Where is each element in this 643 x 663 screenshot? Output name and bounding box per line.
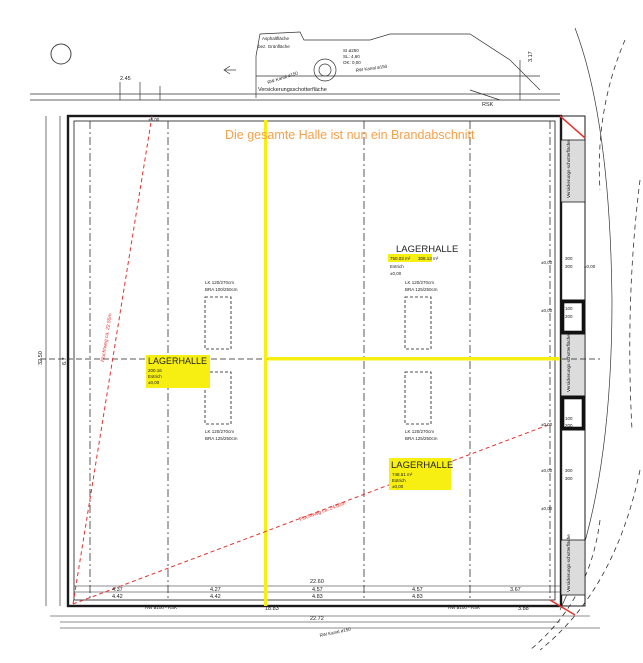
left-dimensions (45, 116, 61, 606)
dim-100-a: 100 (565, 306, 573, 311)
dim-367: 3.67 (510, 587, 521, 593)
room2-level: ±0,00 (148, 380, 160, 385)
left-dim-inner: 6.7 (62, 357, 68, 365)
skylight-lk-4: LK 120/270cm (405, 429, 434, 434)
label-sohle: SL: 4,60 (343, 54, 360, 59)
north-marker-circle (50, 43, 72, 65)
room3-level: ±0,00 (392, 484, 404, 489)
dim-outer: 22.72 (310, 616, 324, 622)
kanal-bottom: RW Kanal ø150 (319, 626, 352, 638)
dim-483-b: 4.83 (412, 594, 423, 600)
annex-label-3: Versickerungs-schotterfläche (566, 534, 571, 592)
room2-title: LAGERHALLE (148, 356, 207, 366)
dim-1883: 18.83 (265, 606, 279, 612)
skylight-lk-3: LK 120/270cm (205, 429, 234, 434)
annex-label-2: Versickerungs-schotterfläche (566, 334, 571, 392)
red-corner-line-bottom (549, 599, 576, 616)
room3-title: LAGERHALLE (391, 460, 453, 471)
dim-300-c: 300 (565, 468, 573, 473)
room-label-bg-2 (146, 355, 210, 388)
dim-457: 4.57 (312, 587, 323, 593)
dim-427: 4.27 (210, 587, 221, 593)
yellow-horizontal-line (268, 357, 560, 361)
label-dim-317: 3.17 (528, 51, 534, 62)
level-right-2: ±0,00 (584, 264, 596, 269)
level-right-6: ±0,00 (541, 506, 553, 511)
room1-level: ±0,00 (390, 271, 402, 276)
label-asphalt: Asphaltfläche (262, 36, 290, 41)
top-structures (30, 31, 560, 101)
red-corner-line (559, 115, 586, 139)
label-dim-245: 2.45 (120, 76, 131, 82)
room1-area: 750.03 m² (390, 256, 411, 261)
label-gruen: bez. Grünfläche (258, 44, 290, 49)
room2-floor: Estrich (148, 374, 162, 379)
dim-442-a: 4.42 (112, 594, 123, 600)
dim-total: 22.60 (310, 579, 324, 585)
room-label-bg-3 (389, 458, 451, 490)
right-annex (560, 115, 586, 607)
skylight-bra-2: BRA 125/250cm (405, 287, 438, 292)
skylight-bra-3: BRA 125/250cm (205, 436, 238, 441)
dim-100-b: 100 (565, 416, 573, 421)
room3-floor: Estrich (392, 478, 406, 483)
dim-200-a: 200 (565, 314, 573, 319)
room1-perim: 308.13 m² (418, 256, 439, 261)
dim-300-a: 300 (565, 256, 573, 261)
level-top-left: ±0,00 (148, 117, 160, 122)
dim-388: 3.88 (518, 606, 529, 612)
rw-right: RW ø100 - RSK (448, 605, 480, 610)
skylight-bra-4: BRA 125/250cm (405, 436, 438, 441)
escape-bottom-label: Fluchtweg ca. 24.02m (299, 501, 347, 523)
escape-left-label: Fluchtweg ca. 22.55m (100, 313, 114, 362)
level-right-4: ±0,00 (541, 422, 553, 427)
room3-area: 748.51 m² (392, 472, 413, 477)
label-rsk: RSK (482, 102, 494, 108)
skylight-lk-1: LK 120/270cm (205, 280, 234, 285)
room1-floor: Estrich (390, 264, 404, 269)
dim-442-b: 4.42 (210, 594, 221, 600)
dim-457-b: 4.57 (412, 587, 423, 593)
level-right-5: ±0,00 (541, 468, 553, 473)
skylight-bra-1: BRA 100/250cm (205, 287, 238, 292)
right-road-curve (559, 27, 613, 611)
dim-437: 4.37 (112, 587, 123, 593)
skylights (204, 296, 432, 425)
dim-200-b: 200 (565, 423, 573, 428)
escape-route-lines (72, 115, 549, 605)
left-dim-total: 32.50 (38, 351, 44, 365)
label-kanal-right: RW Kanal ø150 (355, 64, 388, 73)
room2-area: 200.16 (148, 368, 162, 373)
hall-outer-wall (66, 114, 563, 608)
level-right-3: ±0,00 (541, 308, 553, 313)
label-versickerung-top: Versickerungsschotterfläche (258, 87, 327, 93)
room1-title: LAGERHALLE (396, 244, 458, 255)
label-si: SI ø250 (343, 48, 359, 53)
annex-label-1: Versickerungs-schotterfläche (566, 140, 571, 198)
room-label-bg-1 (388, 254, 432, 262)
dim-300-b: 300 (565, 264, 573, 269)
rw-left: RW ø100 - RSK (145, 605, 177, 610)
skylight-lk-2: LK 120/270cm (405, 280, 434, 285)
bottom-dim-strip (50, 585, 600, 629)
label-ok: OK: 0,00 (343, 60, 361, 65)
label-kanal-left: RW Kanal ø150 (267, 70, 299, 85)
yellow-vertical-line (264, 120, 268, 606)
banner-text: Die gesamte Halle ist nun ein Brandabsch… (225, 128, 475, 142)
dim-300-d: 300 (565, 476, 573, 481)
dim-483-a: 4.83 (312, 594, 323, 600)
level-right-1: ±0,00 (541, 260, 553, 265)
